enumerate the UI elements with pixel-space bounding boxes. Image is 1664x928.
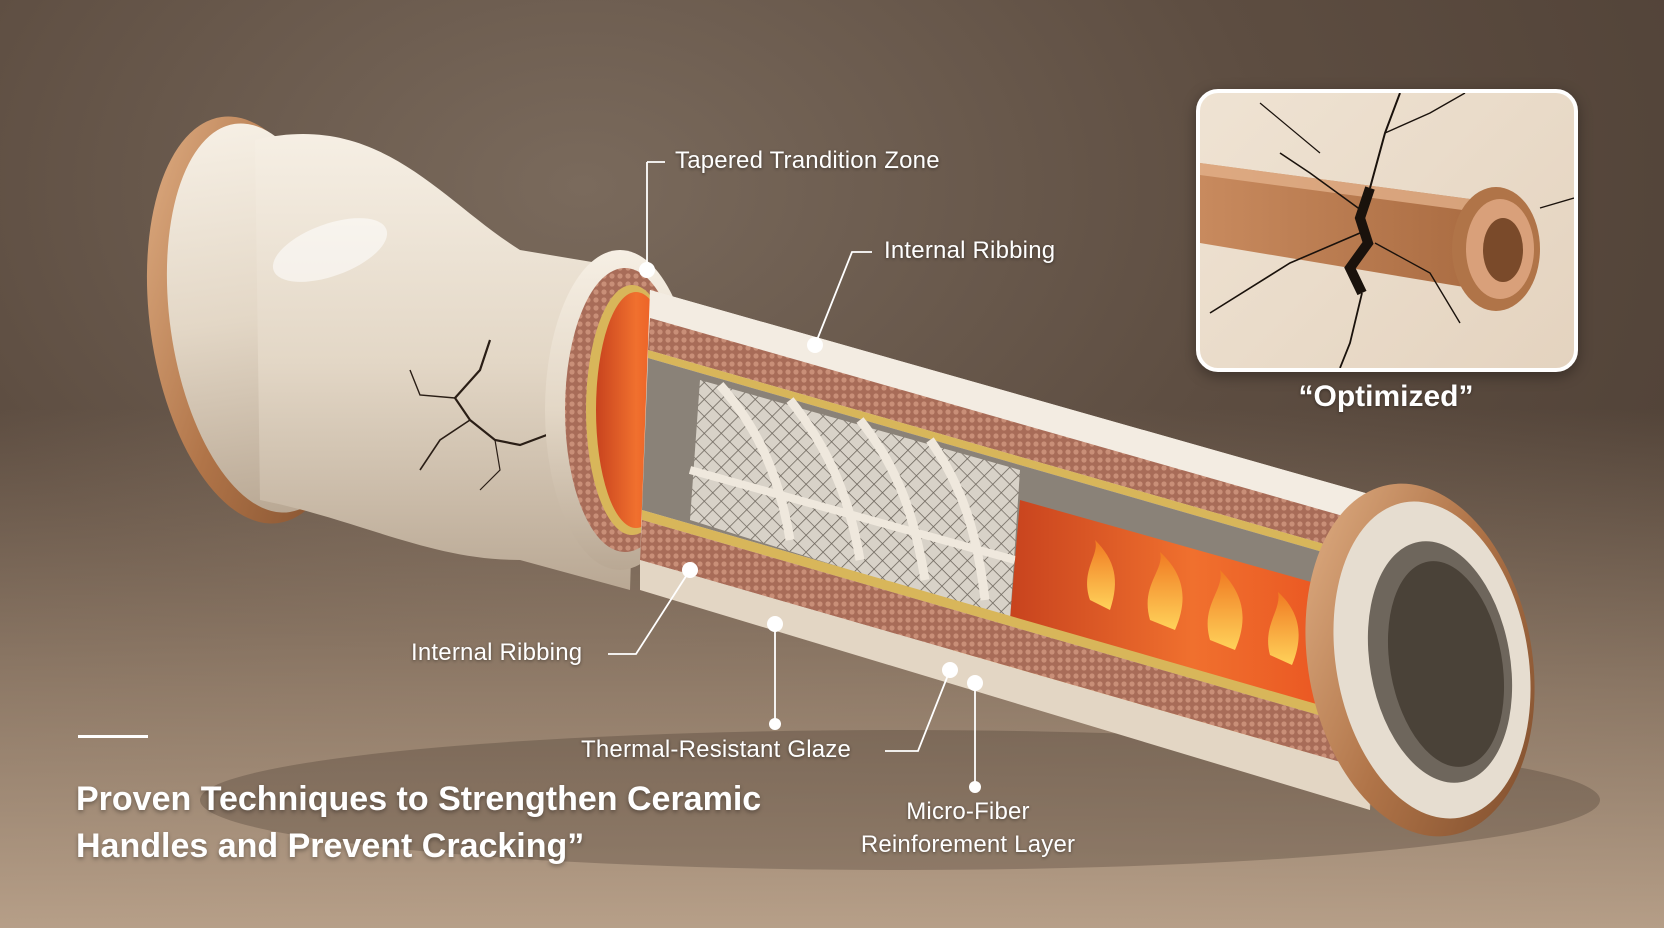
inset-caption: “Optimized” (1298, 380, 1474, 413)
dot-internal-ribbing-left (682, 562, 698, 578)
dot-micro-fiber (967, 675, 983, 691)
label-internal-ribbing-top: Internal Ribbing (884, 237, 1056, 264)
copper-end-ring (1305, 483, 1535, 837)
label-micro-fiber-line1: Micro-Fiber (906, 798, 1030, 825)
inset-cracked-tube-panel (1196, 89, 1578, 372)
page-title: Proven Techniques to Strengthen Ceramic … (76, 776, 796, 870)
callout-dots (639, 262, 983, 793)
leader-internal-ribbing-left (608, 569, 691, 655)
leader-internal-ribbing-top (814, 251, 872, 346)
handle-tube-body (640, 290, 1390, 810)
inset-illustration (1200, 93, 1574, 368)
dot-glaze-upper (767, 616, 783, 632)
label-micro-fiber-line2: Reinforement Layer (860, 831, 1076, 858)
dot-tapered-zone (639, 262, 655, 278)
callout-leaders (608, 161, 976, 787)
title-accent-rule (78, 735, 148, 738)
dot-glaze-lower (769, 718, 781, 730)
title-line-2: Handles and Prevent Cracking” (76, 827, 585, 865)
leader-thermal-glaze (885, 669, 951, 752)
dot-internal-ribbing-top (807, 337, 823, 353)
label-internal-ribbing-left: Internal Ribbing (411, 639, 583, 666)
dot-micro-fiber-end (969, 781, 981, 793)
flared-handle-base (146, 116, 640, 590)
label-micro-fiber-layer: Micro-Fiber Reinforement Layer (838, 795, 1098, 861)
dot-thermal-glaze (942, 662, 958, 678)
label-thermal-resistant-glaze: Thermal-Resistant Glaze (581, 736, 852, 763)
label-tapered-transition-zone: Tapered Trandition Zone (675, 147, 940, 174)
title-line-1: Proven Techniques to Strengthen Ceramic (76, 780, 762, 818)
